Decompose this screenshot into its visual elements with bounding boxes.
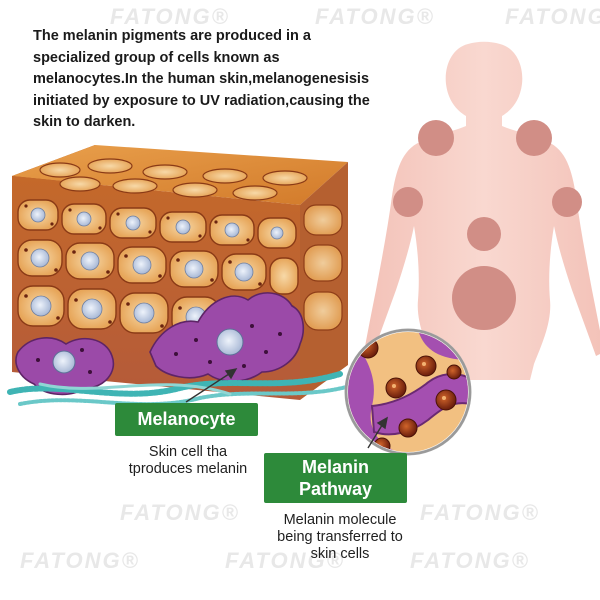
melanin-pathway-description: Melanin molecule being transferred to sk… bbox=[250, 512, 430, 563]
melanin-pathway-label-line: Pathway bbox=[298, 479, 373, 499]
melanin-pathway-description-line: skin cells bbox=[310, 546, 370, 562]
intro-paragraph: The melanin pigments are produced in a s… bbox=[33, 28, 370, 130]
watermark: FATONG® bbox=[505, 4, 600, 29]
melanocyte-cells bbox=[15, 292, 305, 396]
watermark: FATONG® bbox=[315, 4, 435, 29]
melanocyte-description-line: Skin cell tha bbox=[148, 444, 228, 460]
melanin-transfer-zoom bbox=[344, 328, 472, 456]
melanin-pathway-label-line: Melanin bbox=[301, 457, 369, 477]
pointer-lines bbox=[185, 368, 388, 449]
melanin-pathway-description-line: being transferred to bbox=[277, 529, 403, 545]
watermark: FATONG® bbox=[410, 548, 530, 573]
dermis-fibers bbox=[7, 371, 352, 407]
melanocyte-description: Skin cell tha tproduces melanin bbox=[118, 444, 258, 478]
watermark: FATONG® bbox=[20, 548, 140, 573]
watermark: FATONG® bbox=[225, 548, 345, 573]
body-silhouette bbox=[364, 41, 600, 380]
melanin-pathway-label: Melanin Pathway bbox=[264, 453, 407, 503]
melanocyte-label: Melanocyte bbox=[115, 403, 258, 436]
watermark: FATONG® bbox=[110, 4, 230, 29]
watermark: FATONG® bbox=[420, 500, 540, 525]
melanocyte-description-line: tproduces melanin bbox=[128, 461, 248, 477]
melanin-pathway-description-line: Melanin molecule bbox=[283, 512, 397, 528]
watermark: FATONG® bbox=[120, 500, 240, 525]
